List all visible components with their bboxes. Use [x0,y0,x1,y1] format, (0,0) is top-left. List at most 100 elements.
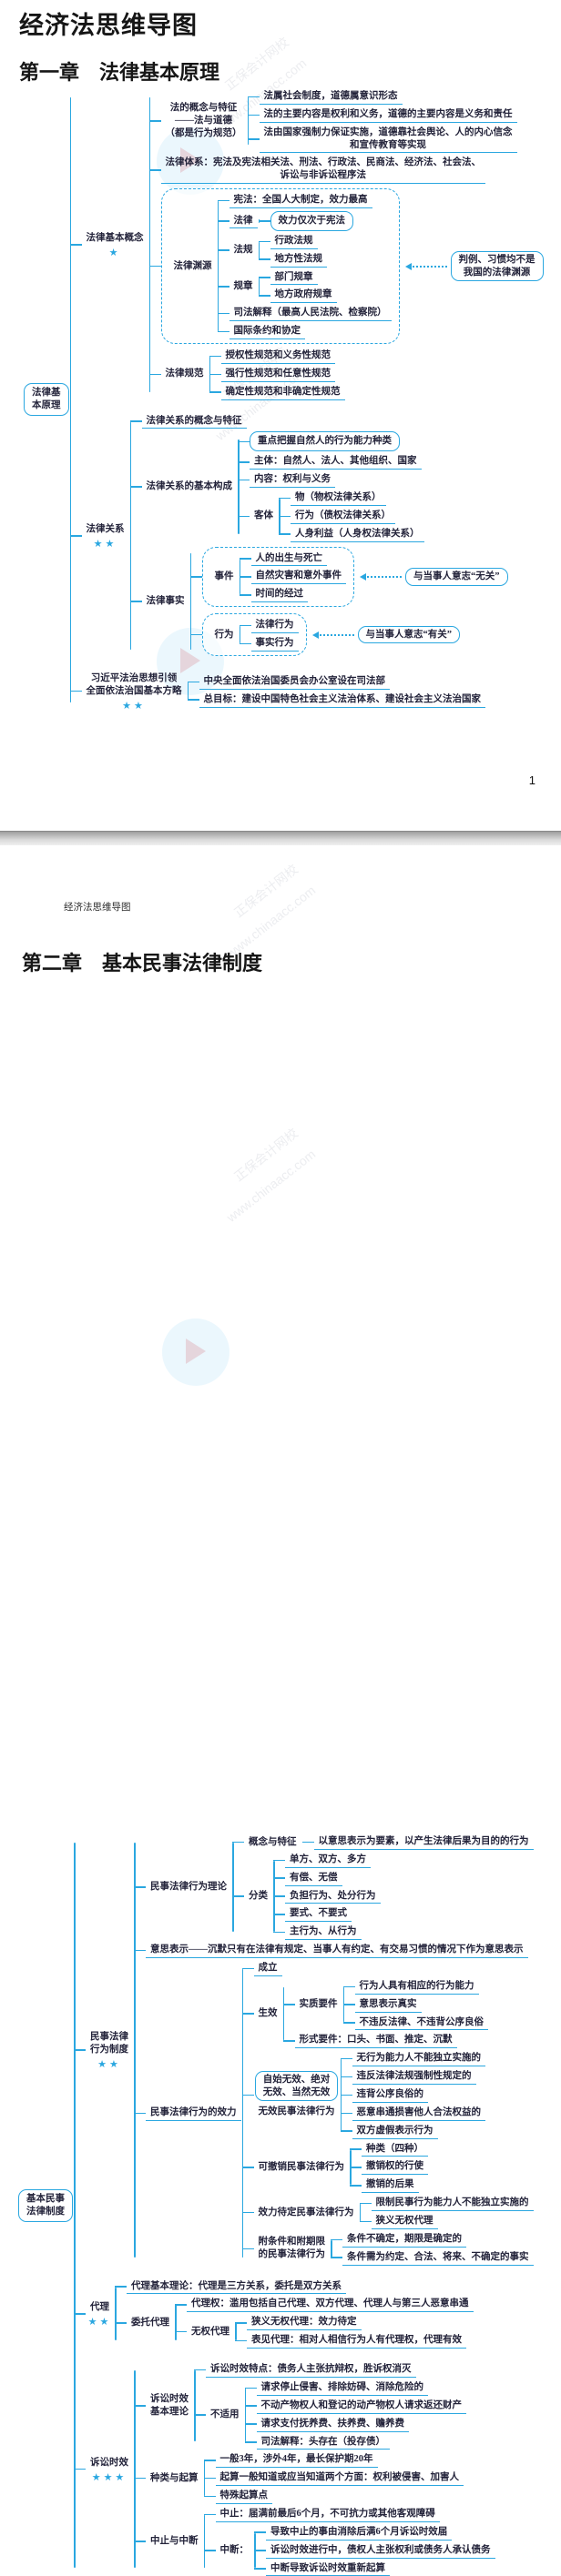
map-branch-children: 实质要件行为人具有相应的行为能力意思表示真实不违反法律、不违背公序良俗形式要件：… [282,1979,489,2049]
callout-box: 自始无效、绝对 无效、当然无效 [254,2070,339,2102]
watermark-text: www.chinaacc.com [223,1147,319,1225]
map-node: 强行性规范和任意性规范 [209,367,345,382]
map-branch-children: 条件不确定，期限是确定的条件需为约定、合法、将来、不确定的事实 [330,2232,534,2266]
map-node: 中断导致诉讼时效重新起算 [254,2561,495,2576]
map-branch-children: 请求停止侵害、排除妨碍、消除危险的不动产物权人和登记的动产物权人请求返还财产请求… [244,2380,466,2450]
map-node-label: 主体：自然人、法人、其他组织、国家 [250,454,422,470]
map-node-label: 代理 [90,2302,109,2313]
map-node-label: 条件需为约定、合法、将来、不确定的事实 [342,2250,534,2266]
map-node-cell: 物（物权法律关系） [291,490,386,506]
dotted-line [319,633,354,636]
map-node-cell: 基本民事 法律制度 [18,2188,73,2222]
map-node: 恶意串通损害他人合法权益的 [340,2106,485,2121]
map-node-cell: 违反法律法规强制性规定的 [352,2069,476,2086]
map-node-label: 司法解释：头存在（投存债） [256,2435,390,2450]
map-node-label: 单方、双方、多方 [285,1853,371,1868]
map-node: 民事法律行为的效力成立生效实质要件行为人具有相应的行为能力意思表示真实不违反法律… [134,1961,534,2266]
map-node: 诉讼时效进行中，债权人主张权利或债务人承认债务 [254,2543,495,2559]
map-node-label: 负担行为、处分行为 [285,1889,381,1904]
map-node: 中止：届满前最后6个月，不可抗力或其他客观障碍 [203,2507,495,2522]
map-node: 法律效力仅次于宪法 [217,211,392,231]
map-node: 基本民事 法律制度民事法律 行为制度★★民事法律行为理论概念与特征以意思表示为要… [18,1834,534,2576]
map-node: 不动产物权人和登记的动产物权人请求返还财产 [244,2399,466,2414]
map-node-label: 可撤销民事法律行为 [258,2161,345,2172]
map-node-label: 不适用 [210,2409,240,2420]
map-node: 效力仅次于宪法 [258,211,353,231]
watermark-text: 正保会计网校 [230,1125,301,1185]
map-node: 特殊起算点 [203,2489,464,2504]
mindmap-chapter-1: 法律基 本原理 法律基本概念★ 法的概念与特征 ——法与道德 （都是行为规范）法属社… [24,89,544,711]
map-node-label: 法律关系的基本构成 [146,481,233,492]
map-node-cell: 不违反法律、不违背公序良俗 [354,2015,488,2031]
map-node-cell: 诉讼时效★★★ [86,2456,133,2482]
map-node-cell: 法律基本概念★ [82,231,148,258]
map-node-cell: 法的概念与特征 ——法与道德 （都是行为规范） [161,101,247,141]
dotted-arrow-icon [360,572,366,581]
map-node-cell: 司法解释：头存在（投存债） [256,2435,390,2450]
map-branch-children: 限制民事行为能力人不能独立实施的狭义无权代理 [359,2196,534,2229]
map-branch-children: 一般3年，涉外4年，最长保护期20年起算一般知道或应当知道两个方面：权利被侵害、… [203,2452,464,2504]
map-branch-children: 导致中止的事由消除后满6个月诉讼时效届诉讼时效进行中，债权人主张权利或债务人承认… [253,2525,495,2576]
map-node: 条件不确定，期限是确定的 [331,2232,534,2248]
chapter-1-title: 第一章 法律基本原理 [19,61,220,84]
map-node-cell: 确定性规范和非确定性规范 [220,385,345,400]
map-node-label: 法律基 本原理 [24,383,69,417]
map-node-label: 限制民事行为能力人不能独立实施的 [371,2196,534,2212]
map-node-label: 法律体系：宪法及宪法相关法、刑法、行政法、民商法、经济法、社会法、 诉讼与非诉讼… [160,156,485,185]
map-node: 双方虚假表示行为 [340,2124,486,2139]
map-node-cell: 请求停止侵害、排除妨碍、消除危险的 [256,2380,428,2396]
map-node: 诉讼时效特点：债务人主张抗辩权，胜诉权消灭 [194,2362,466,2378]
map-node-label: 法律 [229,214,258,229]
map-node-cell: 人的出生与死亡 [250,551,327,567]
map-node-cell: 民事法律行为的效力 [146,2106,241,2121]
map-node-cell: 法的主要内容是权利和义务，道德的主要内容是义务和责任 [259,107,517,123]
map-node: 起算一般知道或应当知道两个方面：权利被侵害、加害人 [203,2470,464,2487]
map-branch-children: 代理权：滥用包括自己代理、双方代理、代理人与第三人恶意串通无权代理狭义无权代理：… [174,2297,474,2349]
map-node-cell: 法律关系★★ [82,522,129,549]
map-node: 法律关系★★法律关系的概念与特征法律关系的基本构成重点把握自然人的行为能力种类主… [69,414,544,658]
pdf-page-1: 正保会计网校 www.chinaacc.com 正保会计网校 www.china… [0,0,561,831]
map-node-label: 效力仅次于宪法 [270,211,353,231]
map-node-cell: 双方虚假表示行为 [352,2124,438,2139]
map-node: 有偿、无偿 [273,1871,381,1886]
map-node-label: 时间的经过 [250,587,308,603]
map-node: 条件需为约定、合法、将来、不确定的事实 [331,2250,534,2266]
map-node: 司法解释（最高人民法院、检察院） [217,306,392,322]
map-node-cell: 特殊起算点 [215,2489,272,2504]
map-node-label: 事实行为 [250,636,299,652]
map-branch-children: 民事法律行为理论概念与特征以意思表示为要素，以产生法律后果为目的的行为分类单方、… [133,1834,534,2266]
importance-stars: ★★★ [91,2471,128,2484]
map-node-cell: 规章 [230,279,258,294]
map-node: 法的概念与特征 ——法与道德 （都是行为规范）法属社会制度，道德属意识形态法的主… [148,89,544,154]
dotted-arrow-icon [404,262,412,270]
map-node-label: 违背公序良俗的 [352,2087,428,2103]
map-node-cell: 中断导致诉讼时效重新起算 [266,2561,390,2576]
map-branch-children: 法律基本概念★ 法的概念与特征 ——法与道德 （都是行为规范）法属社会制度，道德属… [69,89,544,711]
map-node-label: 行政法规 [270,234,318,249]
map-node: 形式要件：口头、书面、推定、沉默 [282,2033,489,2049]
map-node-cell: 无权代理 [187,2325,234,2339]
map-branch-children: 部门规章地方政府规章 [258,270,337,304]
map-node-label: 代理基本理论：代理是三方关系，委托是双方关系 [127,2279,346,2295]
map-node-label: 中止与中断 [150,2536,199,2547]
map-node-label: 诉讼时效特点：债务人主张抗辩权，胜诉权消灭 [206,2362,416,2378]
map-node-cell: 中断： [216,2543,254,2558]
map-node: 负担行为、处分行为 [273,1889,381,1904]
map-node-label: 起算一般知道或应当知道两个方面：权利被侵害、加害人 [215,2470,464,2487]
map-node-cell: 恶意串通损害他人合法权益的 [352,2106,485,2121]
map-node-cell: 生效 [254,2006,282,2021]
map-node-cell: 效力仅次于宪法 [270,211,353,231]
map-node-label: 形式要件：口头、书面、推定、沉默 [294,2033,457,2049]
map-node-cell: 代理★★ [86,2300,114,2327]
watermark-logo [162,1318,230,1386]
map-node-cell: 地方性法规 [270,252,327,268]
map-node-cell: 单方、双方、多方 [285,1853,371,1868]
map-branch-children: 效力仅次于宪法 [258,211,353,231]
map-node: 诉讼时效 基本理论诉讼时效特点：债务人主张抗辩权，胜诉权消灭不适用请求停止侵害、… [134,2362,495,2450]
map-node-cell: 狭义无权代理 [371,2214,438,2229]
map-node-label: 部门规章 [270,270,318,286]
map-node-label: 中止：届满前最后6个月，不可抗力或其他客观障碍 [215,2507,440,2522]
map-node-cell: 诉讼时效进行中，债权人主张权利或债务人承认债务 [266,2543,495,2559]
map-node: 法律关系的基本构成重点把握自然人的行为能力种类主体：自然人、法人、其他组织、国家… [129,431,508,542]
